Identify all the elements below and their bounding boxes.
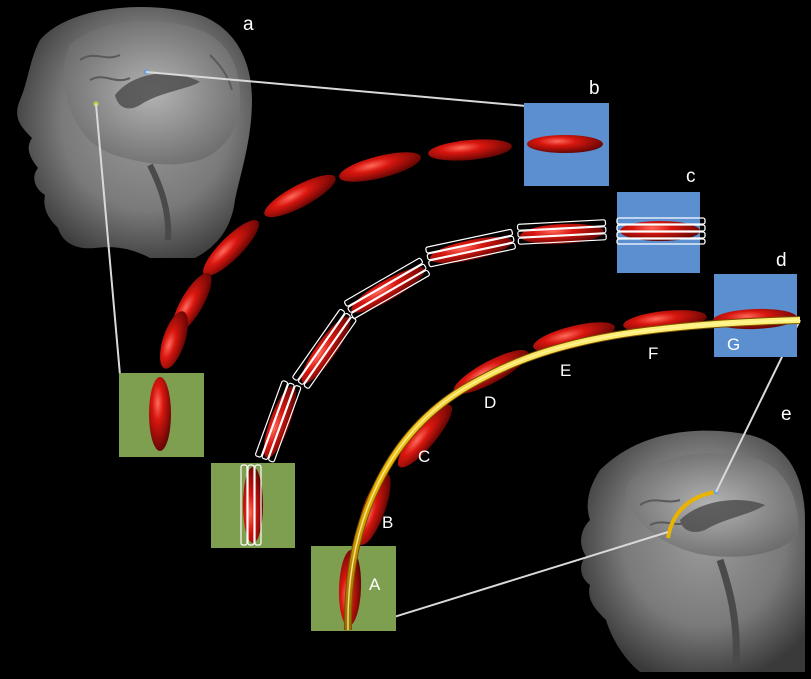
panel-label-d: d [776,250,787,271]
mri-head-e [581,431,805,672]
panel-label-b: b [589,78,600,99]
node-label-E: E [560,361,571,380]
mri-head-a [17,7,252,258]
tensor-ellipsoid-b [527,135,603,153]
sliced-ellipsoid-chain-2 [241,220,606,545]
panel-label-c: c [686,166,696,187]
panel-label-e: e [781,404,792,425]
node-label-G: G [727,335,740,354]
panel-label-a: a [243,14,254,35]
tensor-ellipsoid-green-1 [149,377,171,451]
node-label-C: C [418,447,430,466]
node-label-A: A [369,575,381,594]
node-label-B: B [382,513,393,532]
node-label-F: F [648,344,658,363]
node-label-D: D [484,393,496,412]
